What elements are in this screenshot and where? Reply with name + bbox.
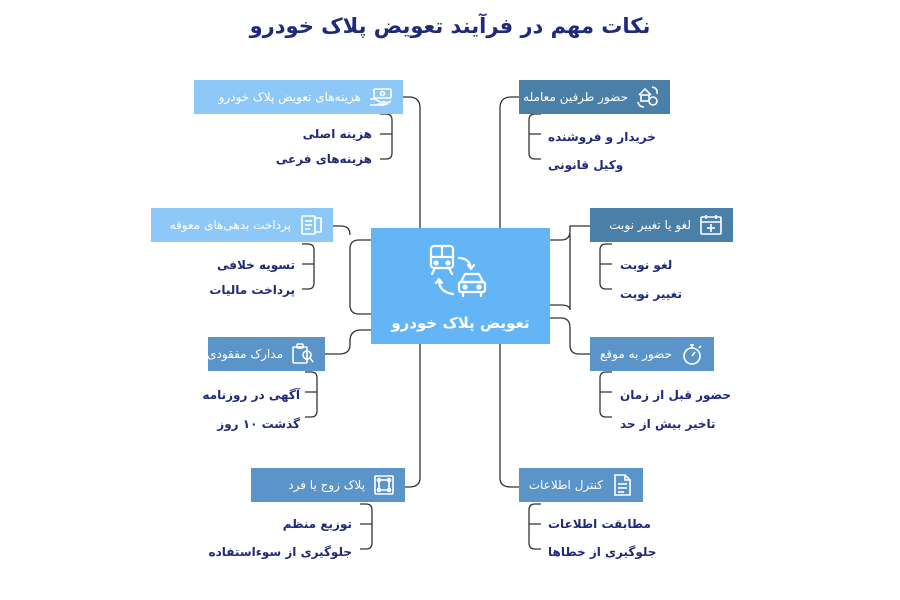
subtopic: گذشت ۱۰ روز — [217, 417, 300, 431]
topic-label: حضور به موقع — [600, 347, 672, 361]
money-hand-icon — [369, 87, 393, 107]
subtopic: تاخیر بیش از حد — [620, 417, 716, 431]
subtopic: هزینه‌های فرعی — [275, 152, 372, 166]
car-exchange-icon — [427, 240, 493, 304]
topic-even-odd-plate: پلاک زوج یا فرد — [251, 468, 405, 502]
documents-search-icon — [291, 343, 315, 365]
topic-parties-presence: حضور طرفین معامله — [519, 80, 670, 114]
topic-label: کنترل اطلاعات — [528, 478, 603, 492]
subtopic: پرداخت مالیات — [209, 283, 295, 297]
topic-label: هزینه‌های تعویض پلاک خودرو — [218, 90, 361, 104]
center-label: تعویض پلاک خودرو — [391, 314, 530, 332]
topic-lost-documents: مدارک مفقودی — [207, 337, 325, 371]
topic-label: لغو یا تغییر نوبت — [609, 218, 691, 232]
topic-overdue-debts: پرداخت بدهی‌های معوقه — [151, 208, 333, 242]
stopwatch-icon — [680, 342, 704, 366]
topic-label: مدارک مفقودی — [207, 347, 283, 361]
subtopic: مطابقت اطلاعات — [548, 517, 651, 531]
bill-list-icon — [299, 214, 323, 236]
subtopic: هزینه اصلی — [302, 127, 372, 141]
topic-label: حضور طرفین معامله — [523, 90, 628, 104]
calendar-plus-icon — [699, 214, 723, 236]
subtopic: تغییر نوبت — [620, 287, 682, 301]
plate-frame-icon — [373, 474, 395, 496]
house-exchange-icon — [636, 86, 660, 108]
subtopic: آگهی در روزنامه — [202, 388, 300, 402]
diagram-title: نکات مهم در فرآیند تعویض پلاک خودرو — [249, 14, 651, 38]
topic-label: پرداخت بدهی‌های معوقه — [169, 218, 291, 232]
subtopic: حضور قبل از زمان — [620, 388, 732, 402]
center-node: تعویض پلاک خودرو — [371, 228, 550, 344]
subtopic: وکیل قانونی — [548, 158, 624, 172]
topic-cancel-appointment: لغو یا تغییر نوبت — [590, 208, 733, 242]
subtopic: جلوگیری از سوءاستفاده — [208, 545, 352, 559]
topic-plate-costs: هزینه‌های تعویض پلاک خودرو — [194, 80, 403, 114]
topic-label: پلاک زوج یا فرد — [288, 478, 365, 492]
topic-info-check: کنترل اطلاعات — [519, 468, 643, 502]
document-icon — [611, 473, 633, 497]
topic-on-time: حضور به موقع — [590, 337, 714, 371]
subtopic: جلوگیری از خطاها — [548, 545, 657, 559]
subtopic: توزیع منظم — [282, 517, 352, 531]
subtopic: لغو نوبت — [620, 258, 673, 272]
subtopic: خریدار و فروشنده — [548, 130, 656, 144]
subtopic: تسویه خلافی — [217, 258, 295, 272]
